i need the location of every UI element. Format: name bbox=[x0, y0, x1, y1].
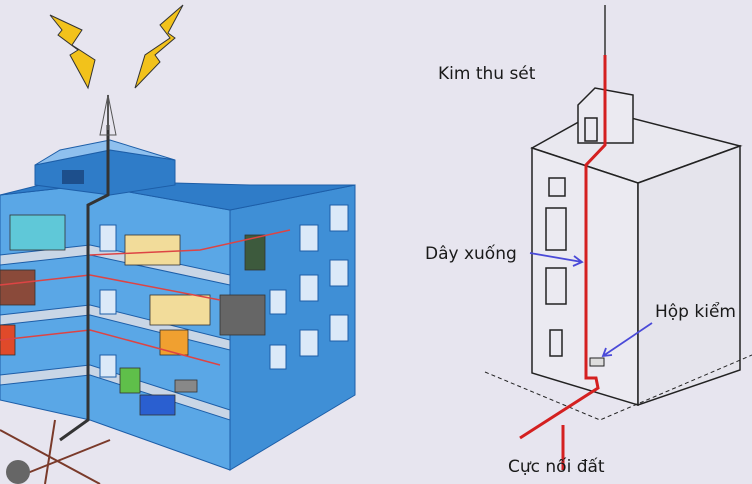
blue-building-cutaway bbox=[0, 4, 356, 484]
lightning-bolt-icon bbox=[49, 14, 96, 90]
label-down-conductor: Dây xuống bbox=[425, 244, 517, 264]
schematic-building bbox=[484, 87, 752, 421]
pointer-arrows bbox=[529, 252, 653, 358]
label-test-box: Hộp kiểm bbox=[655, 302, 736, 322]
label-air-terminal: Kim thu sét bbox=[438, 64, 536, 84]
test-box bbox=[589, 357, 605, 367]
red-conductor bbox=[519, 55, 607, 470]
lightning-bolt-icon bbox=[134, 4, 184, 89]
label-earth-electrode: Cực nối đất bbox=[508, 457, 605, 477]
